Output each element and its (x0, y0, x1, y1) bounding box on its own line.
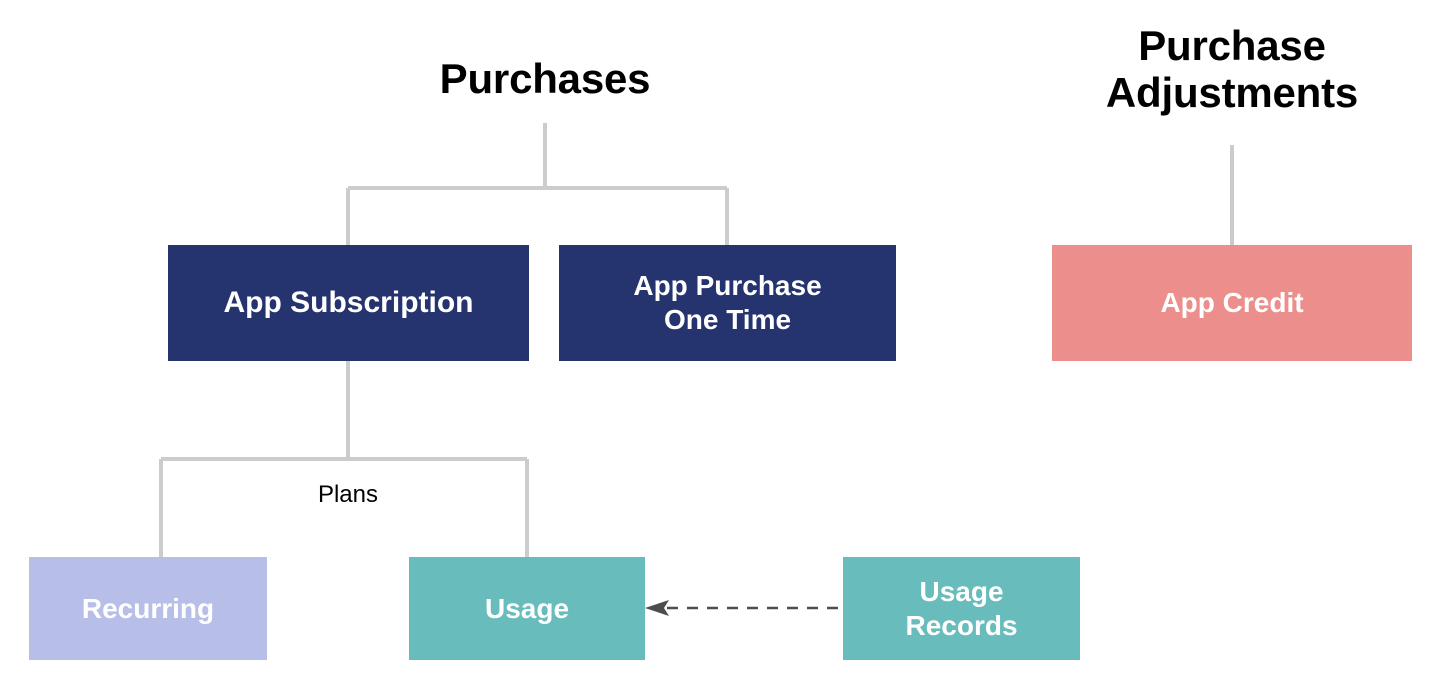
node-recurring[interactable]: Recurring (29, 557, 267, 660)
page-title-purchases: Purchases (439, 55, 651, 102)
page-title-purchase-adjustments: Purchase Adjustments (1105, 22, 1359, 117)
node-app-purchase-one-time[interactable]: App Purchase One Time (559, 245, 896, 361)
edge-label-plans: Plans (317, 481, 379, 508)
node-usage[interactable]: Usage (409, 557, 645, 660)
node-app-subscription[interactable]: App Subscription (168, 245, 529, 361)
node-app-credit[interactable]: App Credit (1052, 245, 1412, 361)
edge-usage-records-to-usage (645, 600, 838, 616)
node-usage-records[interactable]: Usage Records (843, 557, 1080, 660)
arrowhead-left (645, 600, 669, 616)
